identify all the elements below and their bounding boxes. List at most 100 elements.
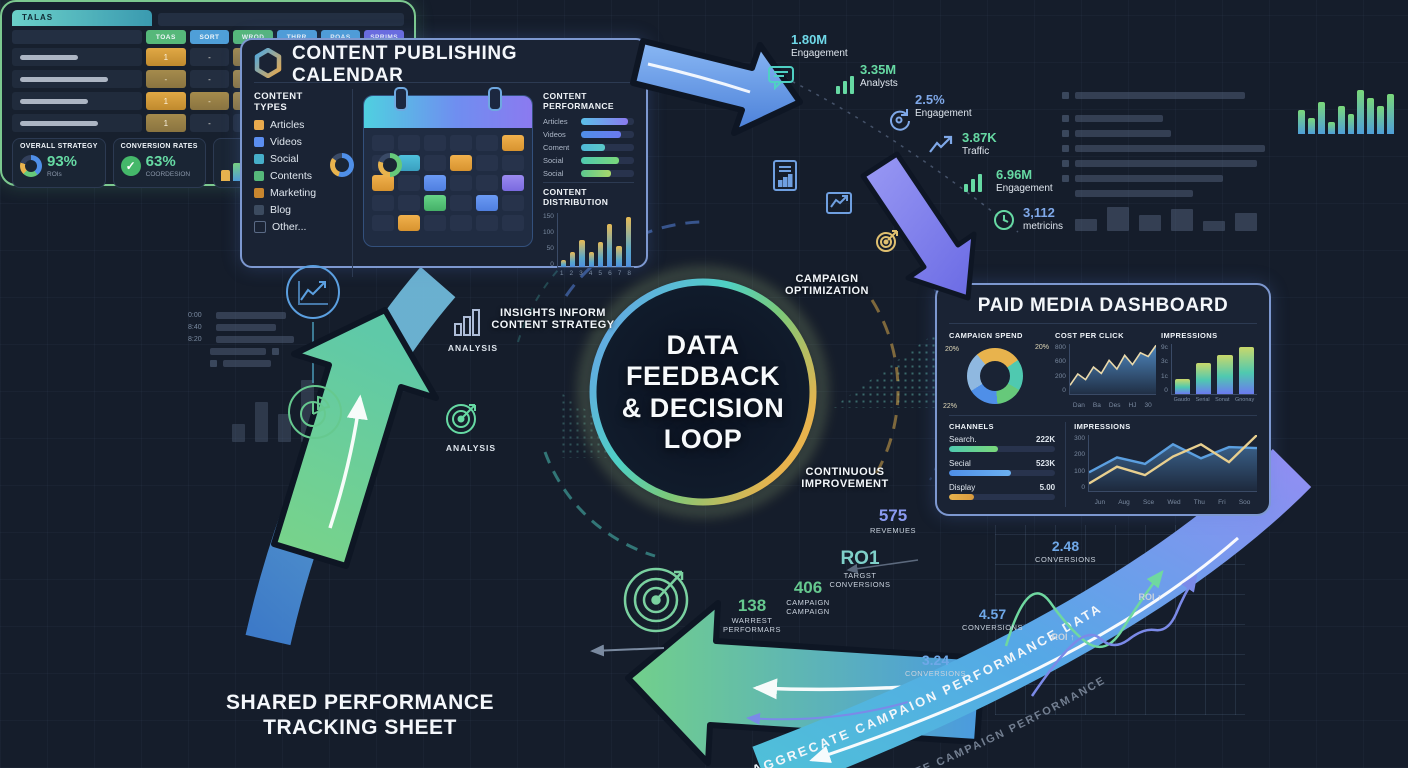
divider: [949, 415, 1257, 416]
trend-up-icon: [928, 134, 954, 161]
legend-swatch: [254, 171, 264, 181]
conversion-rates-card: CONVERSION RATES ✓ 63%COORDESION: [112, 138, 206, 188]
hexagon-logo-icon: [254, 47, 282, 83]
legend-swatch: [254, 205, 264, 215]
refresh-icon: [886, 106, 912, 137]
table-cell: -: [189, 114, 230, 132]
column-header: SORT: [189, 30, 230, 44]
chat-icon: [766, 64, 796, 97]
distribution-bars: [556, 213, 634, 268]
performance-bar-row: Social: [543, 156, 634, 165]
calendar-panel-title: CONTENT PUBLISHING CALENDAR: [292, 43, 518, 86]
legend-item: Other...: [254, 221, 346, 233]
divider: [543, 182, 634, 183]
performance-bar-row: Videos: [543, 130, 634, 139]
row-label: [12, 48, 142, 66]
table-cell: -: [189, 48, 230, 66]
metric-roi-1: ROI ↑: [1138, 592, 1162, 602]
bar-chart-icon: [962, 170, 986, 199]
campaign-spend-card: CAMPAIGN SPEND 20% 20% 22%: [943, 331, 1049, 410]
chart-document-icon: [824, 190, 854, 223]
label-continuous-improvement: CONTINUOUS IMPROVEMENT: [801, 466, 889, 490]
legend-item: Blog: [254, 204, 346, 216]
label-analysis-2: ANALYSIS: [445, 443, 497, 453]
check-icon: ✓: [120, 155, 141, 176]
content-types-heading: CONTENT TYPES: [254, 91, 303, 113]
channel-row: Search.222K: [949, 435, 1056, 452]
table-corner: [12, 30, 142, 44]
skeleton-time: 8:20: [188, 336, 202, 343]
legend-swatch: [254, 221, 266, 233]
calendar-pin: [394, 87, 408, 111]
document-icon: [770, 158, 800, 199]
column-header: TOAS: [146, 30, 186, 44]
legend-item: Videos: [254, 136, 346, 148]
skeleton-time: 0:00: [188, 312, 202, 319]
line-chart-circle-icon: [284, 263, 342, 326]
divider: [949, 323, 1257, 324]
legend-swatch: [254, 154, 264, 164]
calendar-widget: [363, 87, 533, 247]
row-label: [12, 70, 142, 88]
analysis-target-icon: [444, 398, 482, 441]
legend-swatch: [254, 137, 264, 147]
skeleton-time: 8:40: [188, 324, 202, 331]
big-target-icon: [618, 560, 694, 641]
paid-media-dashboard-panel: PAID MEDIA DASHBOARD CAMPAIGN SPEND 20% …: [935, 283, 1271, 516]
table-cell: -: [189, 70, 230, 88]
table-cell: -: [189, 92, 230, 110]
content-performance-heading: CONTENT PERFORMANCE: [543, 91, 614, 111]
content-types-legend: CONTENT TYPES Articles Videos Social Con…: [254, 89, 353, 277]
background-skeleton-left: 0:00 8:40 8:20: [188, 312, 338, 375]
legend-item: Social: [254, 153, 346, 165]
impressions-lines: [1088, 434, 1258, 492]
analysis-bars-icon: [452, 306, 482, 343]
strategy-donut-icon: [20, 154, 42, 177]
metric-engagement-2: 2.5%Engagement: [915, 92, 972, 119]
legend-swatch: [254, 120, 264, 130]
pie-chart-circle-icon: [286, 383, 344, 446]
clock-icon: [992, 208, 1016, 237]
calendar-pin: [488, 87, 502, 111]
legend-swatch: [254, 188, 264, 198]
table-mini-bar-chart: [1298, 90, 1395, 134]
center-title: DATA FEEDBACK & DECISION LOOP: [621, 330, 785, 454]
row-label: [12, 92, 142, 110]
bar-chart-icon: [834, 72, 858, 101]
sheet-tab: TALAS: [12, 10, 152, 26]
revenue-ring-icon: [377, 153, 402, 177]
impressions-bars: [1170, 344, 1257, 395]
content-publishing-calendar-panel: CONTENT PUBLISHING CALENDAR CONTENT TYPE…: [240, 38, 648, 277]
performance-bar-row: Coment: [543, 143, 634, 152]
metric-roi-2: ROI ↑: [1051, 632, 1075, 642]
table-cell: -: [146, 70, 186, 88]
label-campaign-optimization: CAMPAIGN OPTIMIZATION: [784, 273, 869, 297]
overall-strategy-card: OVERALL STRATEGY 93%ROIs: [12, 138, 106, 188]
cpc-area-chart: [1068, 344, 1157, 395]
label-analysis-1: ANALYSIS: [447, 343, 499, 353]
background-skeleton-topright: [1062, 92, 1282, 231]
table-cell: 1: [146, 48, 186, 66]
content-distribution-heading: CONTENT DISTRIBUTION: [543, 187, 609, 207]
